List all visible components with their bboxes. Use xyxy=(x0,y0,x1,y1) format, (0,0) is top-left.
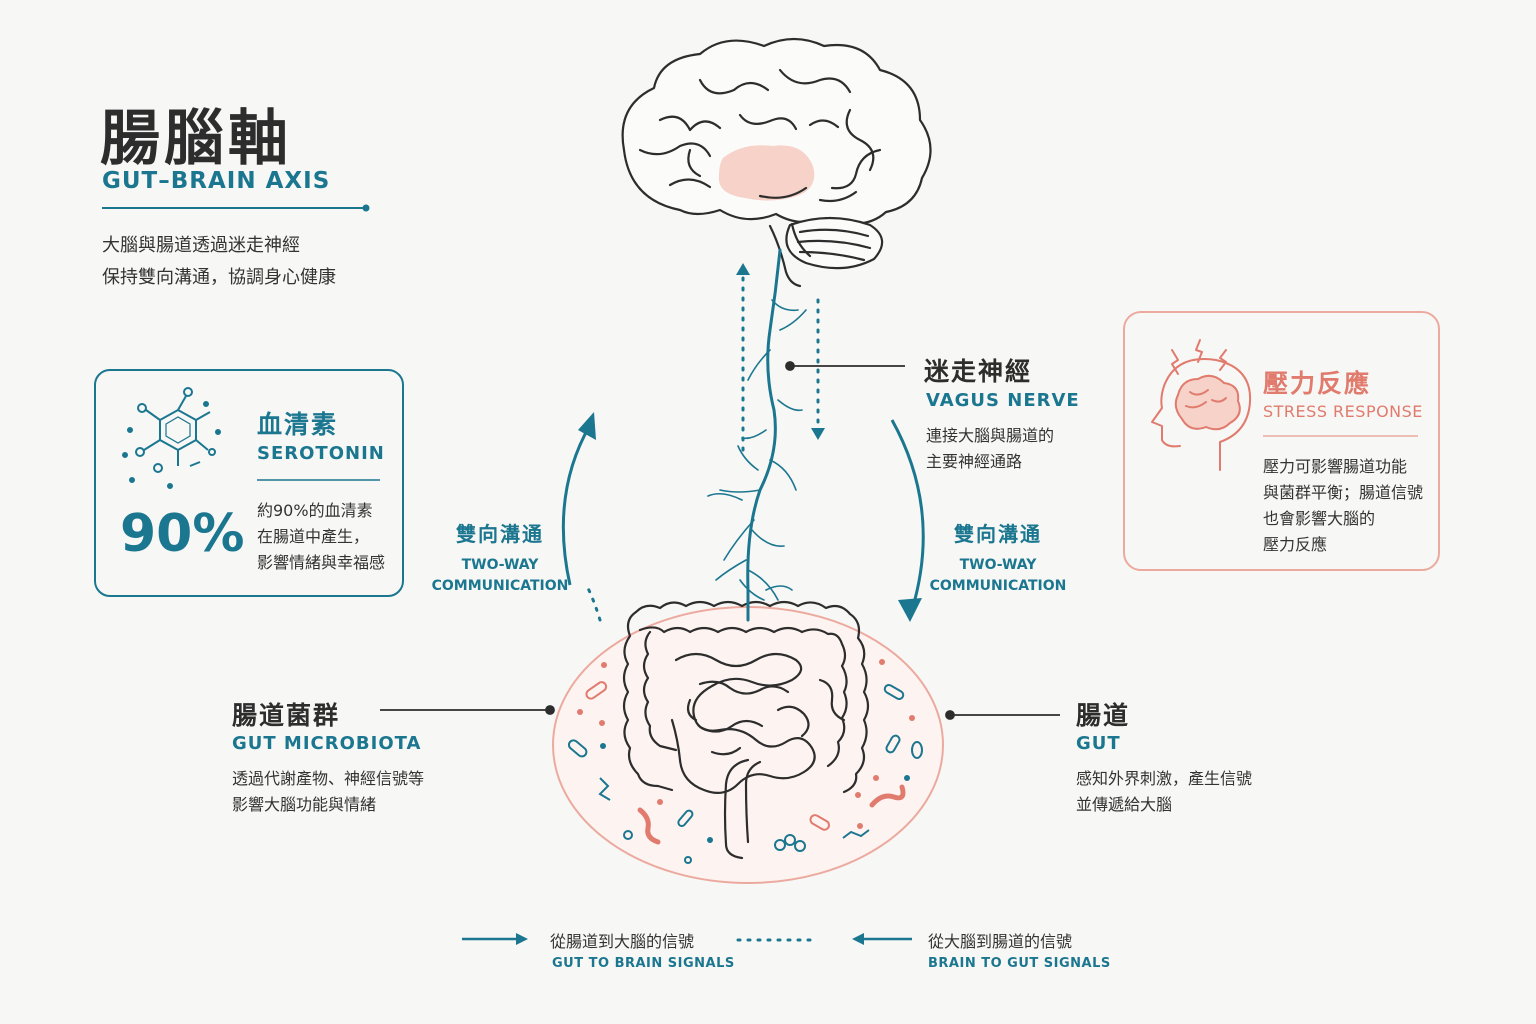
left-two-way-arrow xyxy=(561,424,592,586)
page-subtitle: GUT–BRAIN AXIS xyxy=(102,168,331,194)
gut-desc-line: 並傳遞給大腦 xyxy=(1076,795,1173,814)
microbiota-title-en: GUT MICROBIOTA xyxy=(232,733,422,754)
right-two-way-arrow xyxy=(890,419,925,611)
microbes-icon xyxy=(567,659,923,864)
stress-desc-line: 也會影響大腦的 xyxy=(1263,509,1376,528)
pointer-lines xyxy=(380,361,1060,720)
intro-line: 保持雙向溝通，協調身心健康 xyxy=(102,267,336,288)
stress-desc-line: 與菌群平衡；腸道信號 xyxy=(1263,483,1424,502)
brain-icon xyxy=(621,37,932,288)
legend-brain-to-gut: 從大腦到腸道的信號 xyxy=(928,932,1073,951)
brain-to-gut-arrowhead xyxy=(811,428,825,440)
vagus-desc-line: 主要神經通路 xyxy=(926,452,1023,471)
serotonin-desc-line: 約90%的血清素 xyxy=(257,501,373,520)
two-way-en-line: TWO-WAY xyxy=(461,557,539,573)
gut-to-brain-arrowhead xyxy=(736,263,750,275)
two-way-label-left: 雙向溝通 TWO-WAY COMMUNICATION xyxy=(425,518,575,597)
vagus-desc-line: 連接大腦與腸道的 xyxy=(926,426,1055,445)
microbiota-desc-line: 影響大腦功能與情緒 xyxy=(232,795,377,814)
vagus-desc: 連接大腦與腸道的 主要神經通路 xyxy=(926,423,1054,475)
legend-gut-to-brain-en: GUT TO BRAIN SIGNALS xyxy=(552,956,735,971)
legend-icons xyxy=(462,933,912,945)
two-way-zh: 雙向溝通 xyxy=(954,522,1042,546)
serotonin-desc-line: 影響情緒與幸福感 xyxy=(257,553,386,572)
stress-panel xyxy=(1123,311,1440,571)
stress-desc: 壓力可影響腸道功能 與菌群平衡；腸道信號 也會影響大腦的 壓力反應 xyxy=(1263,454,1423,558)
stress-head-icon xyxy=(1151,339,1252,471)
vagus-title-en: VAGUS NERVE xyxy=(926,390,1080,411)
intro-line: 大腦與腸道透過迷走神經 xyxy=(102,235,300,256)
serotonin-desc: 約90%的血清素 在腸道中產生， 影響情緒與幸福感 xyxy=(257,498,385,576)
microbiota-title: 腸道菌群 xyxy=(232,701,341,730)
two-way-en-line: TWO-WAY xyxy=(959,557,1037,573)
serotonin-title-en: SEROTONIN xyxy=(257,443,385,464)
serotonin-panel xyxy=(94,369,404,597)
microbiota-desc-line: 透過代謝產物、神經信號等 xyxy=(232,769,425,788)
two-way-en-line: COMMUNICATION xyxy=(929,578,1067,594)
serotonin-molecule-icon xyxy=(122,387,221,489)
vagus-nerve-icon xyxy=(707,248,807,622)
gut-title-en: GUT xyxy=(1076,733,1121,754)
gut-title: 腸道 xyxy=(1076,701,1131,730)
intestines-icon xyxy=(622,600,870,860)
microbiota-desc: 透過代謝產物、神經信號等 影響大腦功能與情緒 xyxy=(232,766,424,818)
vagus-title: 迷走神經 xyxy=(924,357,1033,386)
gut-desc: 感知外界刺激，產生信號 並傳遞給大腦 xyxy=(1076,766,1252,818)
subtitle-underline xyxy=(102,204,370,212)
stress-desc-line: 壓力反應 xyxy=(1263,535,1328,554)
intro-text: 大腦與腸道透過迷走神經 保持雙向溝通，協調身心健康 xyxy=(102,230,336,294)
legend-brain-to-gut-en: BRAIN TO GUT SIGNALS xyxy=(928,956,1111,971)
serotonin-title: 血清素 xyxy=(257,410,339,439)
two-way-zh: 雙向溝通 xyxy=(456,522,544,546)
stress-title-en: STRESS RESPONSE xyxy=(1263,402,1423,421)
stress-title: 壓力反應 xyxy=(1263,369,1372,398)
stress-desc-line: 壓力可影響腸道功能 xyxy=(1263,457,1408,476)
serotonin-stat: 90% xyxy=(120,504,245,564)
legend-gut-to-brain: 從腸道到大腦的信號 xyxy=(550,932,695,951)
signal-dotted-lines xyxy=(584,273,820,622)
two-way-en-line: COMMUNICATION xyxy=(431,578,569,594)
two-way-label-right: 雙向溝通 TWO-WAY COMMUNICATION xyxy=(923,518,1073,597)
gut-desc-line: 感知外界刺激，產生信號 xyxy=(1076,769,1253,788)
serotonin-desc-line: 在腸道中產生， xyxy=(257,527,370,546)
page-title: 腸腦軸 xyxy=(100,104,292,174)
